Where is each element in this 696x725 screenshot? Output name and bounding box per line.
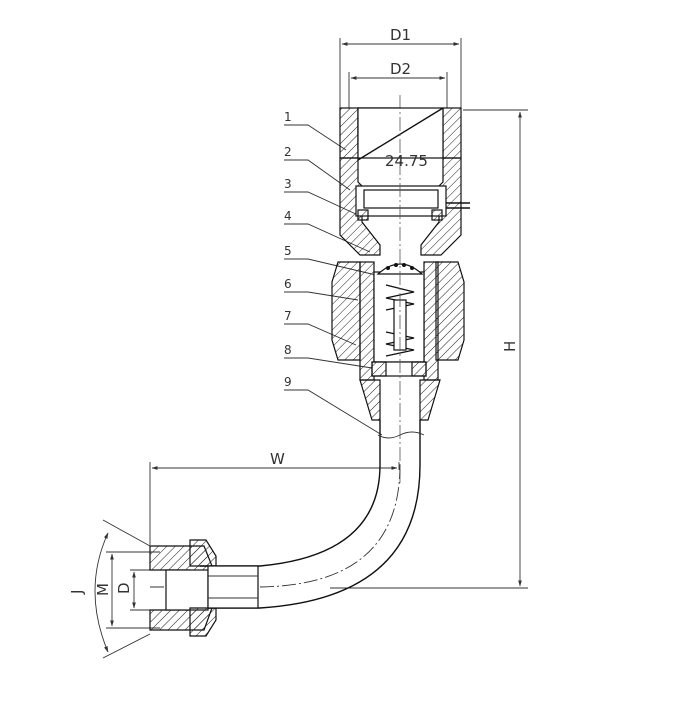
part-label-4: 4	[284, 209, 292, 223]
part-label-5: 5	[284, 244, 292, 258]
dim-label-w: W	[270, 450, 285, 468]
dimension-labels: D1 D2 24.75 H W J M D	[68, 26, 519, 596]
part-label-3: 3	[284, 177, 292, 191]
part-number-labels: 1 2 3 4 5 6 7 8 9	[284, 110, 292, 389]
dim-label-d2: D2	[390, 60, 411, 78]
part-label-1: 1	[284, 110, 292, 124]
valve-body	[331, 95, 470, 485]
dim-value-label: 24.75	[385, 152, 428, 170]
end-fitting	[149, 539, 259, 637]
part-label-9: 9	[284, 375, 292, 389]
dim-label-h: H	[501, 341, 519, 352]
part-label-2: 2	[284, 145, 292, 159]
dim-label-m: M	[94, 583, 112, 596]
dim-label-d1: D1	[390, 26, 411, 44]
dim-label-j: J	[68, 590, 86, 595]
part-label-6: 6	[284, 277, 292, 291]
part-label-7: 7	[284, 309, 292, 323]
part-label-8: 8	[284, 343, 292, 357]
dim-label-d: D	[115, 582, 133, 594]
